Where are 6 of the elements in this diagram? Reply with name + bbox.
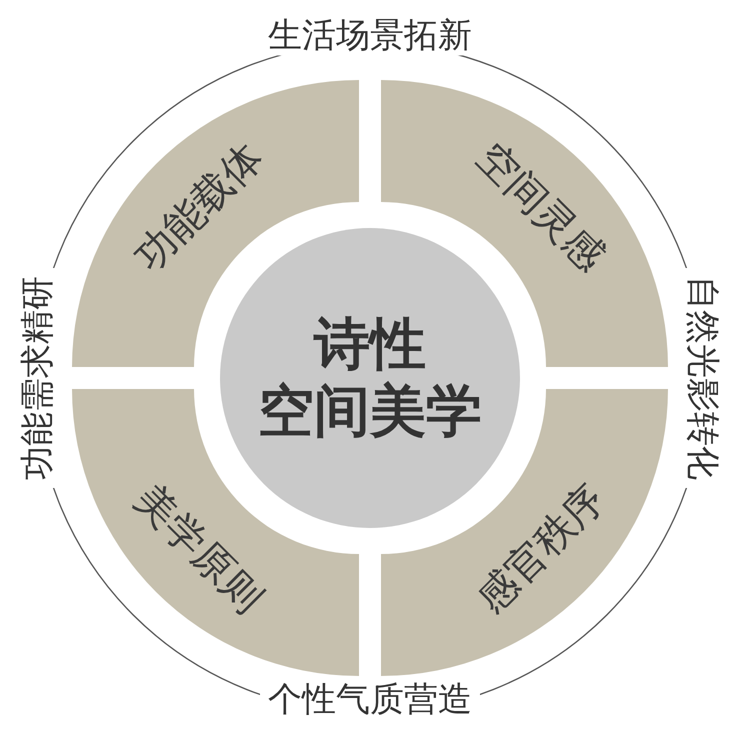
- band-label: 感官秩序: [468, 476, 613, 621]
- band-label: 美学原则: [127, 476, 272, 621]
- center-title: 空间美学: [258, 378, 482, 446]
- band-label: 功能载体: [127, 135, 272, 280]
- center-title: 诗性: [314, 310, 426, 378]
- band-label: 空间灵感: [468, 135, 613, 280]
